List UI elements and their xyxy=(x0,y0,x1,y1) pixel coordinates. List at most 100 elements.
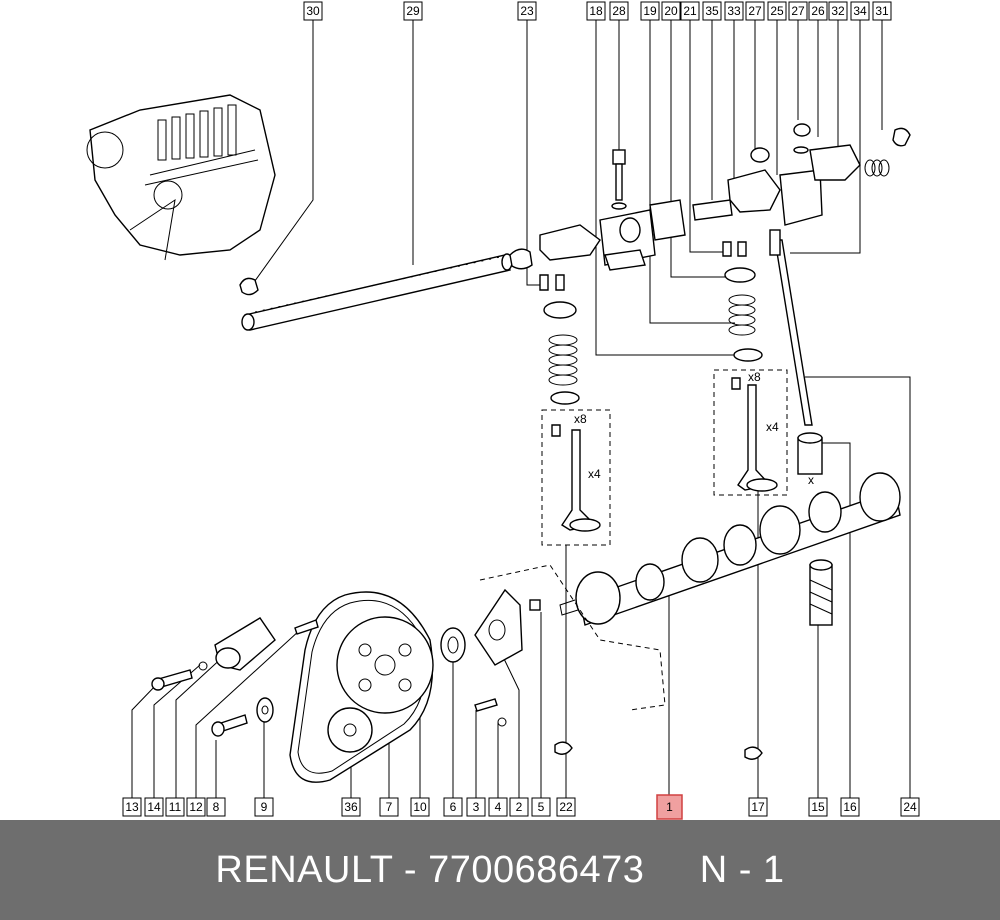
footer-banner: RENAULT - 7700686473 N - 1 xyxy=(0,820,1000,920)
brand-name: RENAULT xyxy=(215,848,393,891)
callout-27b[interactable]: 27 xyxy=(788,1,808,21)
svg-text:12: 12 xyxy=(189,800,203,814)
svg-text:14: 14 xyxy=(147,800,161,814)
svg-text:25: 25 xyxy=(770,4,784,18)
svg-text:13: 13 xyxy=(125,800,139,814)
caption-gap xyxy=(644,849,699,891)
callout-10[interactable]: 10 xyxy=(410,797,430,817)
engine-thumbnail xyxy=(86,94,276,261)
caption-separator: - xyxy=(392,848,429,891)
callout-24[interactable]: 24 xyxy=(900,797,920,817)
callout-4[interactable]: 4 xyxy=(488,797,508,817)
svg-text:28: 28 xyxy=(612,4,626,18)
svg-text:11: 11 xyxy=(169,800,182,814)
callout-7[interactable]: 7 xyxy=(379,797,399,817)
rocker-shaft xyxy=(239,253,513,331)
left-keepers-qty: x8 xyxy=(574,412,587,426)
callout-33[interactable]: 33 xyxy=(724,1,744,21)
pushrod xyxy=(769,229,813,426)
engine-block-outline xyxy=(479,564,666,711)
callout-36[interactable]: 36 xyxy=(341,797,361,817)
footer-caption: RENAULT - 7700686473 N - 1 xyxy=(215,849,784,892)
callout-2[interactable]: 2 xyxy=(509,797,529,817)
tappet xyxy=(797,432,823,475)
svg-text:32: 32 xyxy=(831,4,845,18)
svg-text:15: 15 xyxy=(811,800,825,814)
callout-19[interactable]: 19 xyxy=(640,1,660,21)
svg-text:3: 3 xyxy=(473,800,480,814)
svg-text:6: 6 xyxy=(450,800,457,814)
callout-23[interactable]: 23 xyxy=(517,1,537,21)
bottom-callouts: 13 14 11 12 8 9 36 7 10 6 3 4 2 5 22 1 1… xyxy=(122,794,920,820)
svg-text:27: 27 xyxy=(748,4,762,18)
callout-18[interactable]: 18 xyxy=(586,1,606,21)
callout-12[interactable]: 12 xyxy=(186,797,206,817)
callout-3[interactable]: 3 xyxy=(466,797,486,817)
callout-11[interactable]: 11 xyxy=(165,797,185,817)
callout-35[interactable]: 35 xyxy=(702,1,722,21)
callout-25[interactable]: 25 xyxy=(767,1,787,21)
svg-text:36: 36 xyxy=(344,800,358,814)
callout-30[interactable]: 30 xyxy=(303,1,323,21)
part-number: 7700686473 xyxy=(428,848,645,891)
camshaft xyxy=(559,472,901,626)
callout-6[interactable]: 6 xyxy=(443,797,463,817)
svg-text:33: 33 xyxy=(727,4,741,18)
sprocket-bolt xyxy=(211,714,248,737)
right-rocker-assembly xyxy=(692,123,911,226)
svg-text:21: 21 xyxy=(683,4,697,18)
callout-15[interactable]: 15 xyxy=(808,797,828,817)
callout-28[interactable]: 28 xyxy=(609,1,629,21)
svg-text:24: 24 xyxy=(903,800,917,814)
left-valve-group xyxy=(539,274,611,546)
callout-21[interactable]: 21 xyxy=(680,1,700,21)
callout-1-highlighted[interactable]: 1 xyxy=(656,794,683,820)
exploded-parts-diagram: x8 x4 x8 x4 x 30 29 23 18 28 19 20 21 35… xyxy=(86,1,920,820)
svg-text:30: 30 xyxy=(306,4,320,18)
plate-bolts xyxy=(474,599,541,727)
callout-5[interactable]: 5 xyxy=(531,797,551,817)
svg-text:19: 19 xyxy=(643,4,657,18)
right-valves-qty: x4 xyxy=(766,420,779,434)
callout-34[interactable]: 34 xyxy=(850,1,870,21)
rocker-bolt xyxy=(611,149,627,210)
callout-29[interactable]: 29 xyxy=(403,1,423,21)
chain-tensioner xyxy=(151,617,319,691)
left-valves-qty: x4 xyxy=(588,467,601,481)
valve-keepers xyxy=(554,741,763,760)
callout-20[interactable]: 20 xyxy=(661,1,681,21)
svg-text:23: 23 xyxy=(520,4,534,18)
svg-text:7: 7 xyxy=(386,800,393,814)
svg-text:16: 16 xyxy=(843,800,857,814)
svg-text:29: 29 xyxy=(406,4,420,18)
callout-22[interactable]: 22 xyxy=(556,797,576,817)
callout-14[interactable]: 14 xyxy=(144,797,164,817)
callout-9[interactable]: 9 xyxy=(254,797,274,817)
svg-text:4: 4 xyxy=(495,800,502,814)
callout-17[interactable]: 17 xyxy=(748,797,768,817)
top-callouts: 30 29 23 18 28 19 20 21 35 33 27 25 27 2… xyxy=(303,1,892,21)
svg-text:10: 10 xyxy=(413,800,427,814)
svg-text:17: 17 xyxy=(751,800,765,814)
right-keepers-qty: x8 xyxy=(748,370,761,384)
svg-text:2: 2 xyxy=(516,800,523,814)
svg-text:20: 20 xyxy=(664,4,678,18)
callout-16[interactable]: 16 xyxy=(840,797,860,817)
callout-13[interactable]: 13 xyxy=(122,797,142,817)
sprocket-washer xyxy=(256,697,274,723)
callout-32[interactable]: 32 xyxy=(828,1,848,21)
svg-text:8: 8 xyxy=(213,800,220,814)
svg-text:18: 18 xyxy=(589,4,603,18)
left-rocker-assembly xyxy=(509,199,686,271)
distributor-drive-gear xyxy=(809,559,833,626)
callout-27a[interactable]: 27 xyxy=(745,1,765,21)
svg-text:26: 26 xyxy=(811,4,825,18)
tappet-qty: x xyxy=(808,473,814,487)
callout-26[interactable]: 26 xyxy=(808,1,828,21)
svg-text:34: 34 xyxy=(853,4,867,18)
position-code: N - 1 xyxy=(699,848,785,891)
quantity-marks: x8 x4 x8 x4 x xyxy=(574,370,814,487)
callout-8[interactable]: 8 xyxy=(206,797,226,817)
svg-text:27: 27 xyxy=(791,4,805,18)
callout-31[interactable]: 31 xyxy=(872,1,892,21)
